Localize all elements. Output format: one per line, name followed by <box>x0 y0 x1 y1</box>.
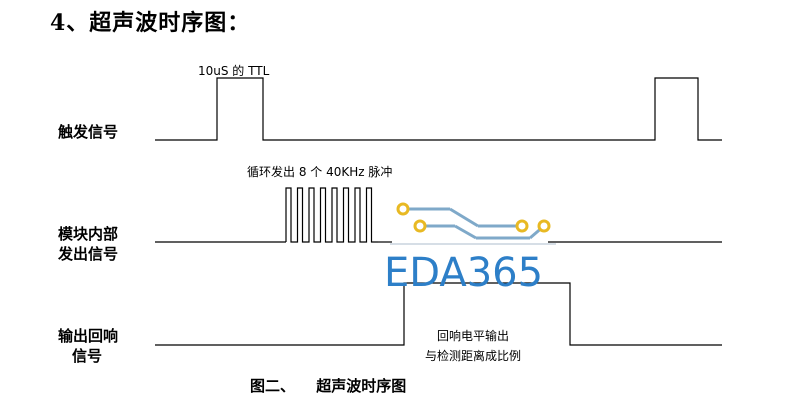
page-heading: 4、超声波时序图： <box>50 10 251 36</box>
watermark-circuit-icon <box>390 202 556 245</box>
trigger-signal-label: 触发信号 <box>58 123 119 141</box>
burst-pulse-train <box>285 187 378 243</box>
echo-annotation-line1: 回响电平输出 <box>437 329 510 343</box>
burst-annotation: 循环发出 8 个 40KHz 脉冲 <box>247 165 393 179</box>
module-signal-label-line1: 模块内部 <box>58 225 119 243</box>
echo-waveform <box>155 282 722 346</box>
trigger-waveform <box>155 77 722 141</box>
echo-signal-label-line1: 输出回响 <box>58 327 119 345</box>
echo-annotation-line2: 与检测距离成比例 <box>425 349 522 363</box>
figure-caption: 图二、 超声波时序图 <box>250 375 422 396</box>
echo-signal-label-line2: 信号 <box>72 347 103 365</box>
watermark-text: EDA365 <box>384 250 544 296</box>
burst-pulses <box>285 187 378 243</box>
figure-title: 超声波时序图 <box>316 377 407 395</box>
trigger-pulse-annotation: 10uS 的 TTL <box>198 64 270 78</box>
figure-number: 图二、 <box>250 377 296 395</box>
module-signal-label-line2: 发出信号 <box>58 245 119 263</box>
